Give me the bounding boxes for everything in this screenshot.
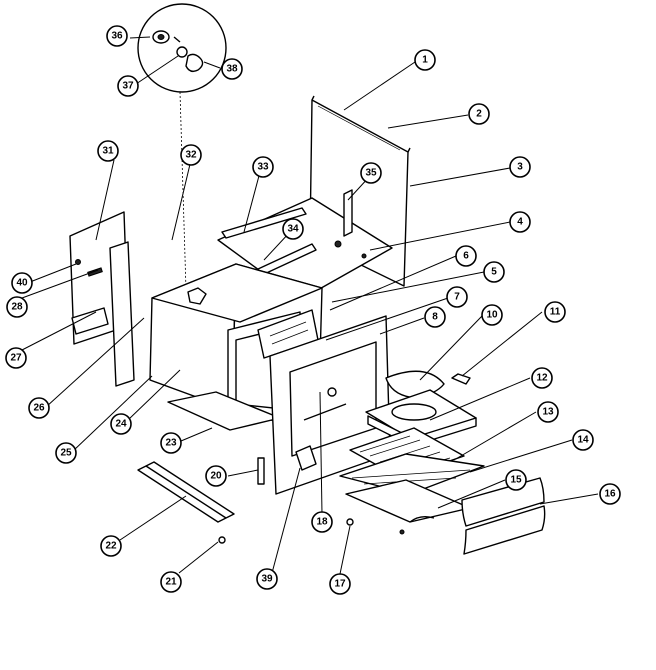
callout-31: 31 <box>97 140 119 162</box>
svg-text:26: 26 <box>33 403 45 414</box>
callout-1: 1 <box>414 49 436 71</box>
leg-leveler <box>257 457 265 485</box>
svg-text:11: 11 <box>550 307 561 318</box>
callout-39: 39 <box>256 568 278 590</box>
callout-4: 4 <box>509 211 531 233</box>
top-rail-back <box>221 207 307 239</box>
callout-13: 13 <box>537 401 559 423</box>
svg-text:13: 13 <box>542 407 554 418</box>
callout-25: 25 <box>55 442 77 464</box>
screw-part <box>218 536 226 544</box>
kick-panel <box>461 477 546 555</box>
svg-text:35: 35 <box>365 168 377 179</box>
svg-text:10: 10 <box>486 310 498 321</box>
svg-text:40: 40 <box>16 278 28 289</box>
svg-text:37: 37 <box>122 81 134 92</box>
svg-text:20: 20 <box>210 471 222 482</box>
callout-32: 32 <box>180 144 202 166</box>
svg-text:16: 16 <box>604 489 616 500</box>
svg-text:18: 18 <box>316 517 328 528</box>
svg-text:34: 34 <box>287 224 299 235</box>
svg-text:33: 33 <box>257 162 269 173</box>
callout-35: 35 <box>360 162 382 184</box>
broiler-pan <box>339 453 485 495</box>
svg-text:3: 3 <box>517 162 523 173</box>
side-panel-flange <box>109 241 135 387</box>
callout-2: 2 <box>468 103 490 125</box>
callout-14: 14 <box>572 429 594 451</box>
bottom-rail <box>137 461 235 523</box>
callouts: 1 2 3 4 5 6 7 8 10 11 12 13 14 15 16 17 … <box>5 25 621 595</box>
callout-26: 26 <box>28 397 50 419</box>
svg-text:25: 25 <box>60 448 72 459</box>
svg-text:4: 4 <box>517 217 523 228</box>
callout-37: 37 <box>117 75 139 97</box>
svg-text:36: 36 <box>111 31 123 42</box>
svg-text:32: 32 <box>185 150 197 161</box>
callout-16: 16 <box>599 483 621 505</box>
callout-22: 22 <box>100 535 122 557</box>
detail-inset-leader <box>179 91 187 291</box>
svg-text:8: 8 <box>432 312 438 323</box>
callout-38: 38 <box>221 58 243 80</box>
callout-24: 24 <box>110 413 132 435</box>
callout-34: 34 <box>282 218 304 240</box>
callout-40: 40 <box>11 272 33 294</box>
callout-12: 12 <box>531 367 553 389</box>
svg-text:15: 15 <box>510 475 522 486</box>
callout-3: 3 <box>509 156 531 178</box>
igniter-part <box>451 373 471 385</box>
svg-text:1: 1 <box>422 55 428 66</box>
svg-text:7: 7 <box>454 292 460 303</box>
bottom-bracket <box>71 307 109 335</box>
grommet-part <box>185 53 204 73</box>
callout-33: 33 <box>252 156 274 178</box>
svg-text:17: 17 <box>334 579 346 590</box>
callout-6: 6 <box>455 245 477 267</box>
broiler-drawer <box>345 479 471 535</box>
side-panel-left <box>69 211 135 387</box>
svg-text:12: 12 <box>536 373 548 384</box>
svg-text:22: 22 <box>105 541 117 552</box>
svg-text:39: 39 <box>261 574 273 585</box>
callout-15: 15 <box>505 469 527 491</box>
svg-text:6: 6 <box>463 251 469 262</box>
detail-inset <box>137 3 227 291</box>
clip-part <box>176 46 188 58</box>
callout-11: 11 <box>544 301 566 323</box>
callout-20: 20 <box>205 465 227 487</box>
svg-text:27: 27 <box>10 353 22 364</box>
svg-text:23: 23 <box>165 438 177 449</box>
callout-28: 28 <box>6 296 28 318</box>
svg-text:2: 2 <box>476 109 482 120</box>
callout-36: 36 <box>106 25 128 47</box>
callout-27: 27 <box>5 347 27 369</box>
callout-17: 17 <box>329 573 351 595</box>
cavity-cutout <box>187 287 207 305</box>
callout-23: 23 <box>160 432 182 454</box>
callout-18: 18 <box>311 511 333 533</box>
leader-lines <box>21 36 599 575</box>
svg-text:28: 28 <box>11 302 23 313</box>
svg-text:14: 14 <box>577 435 589 446</box>
burner-baffle <box>365 370 477 447</box>
svg-text:38: 38 <box>226 64 238 75</box>
small-hardware <box>218 373 471 544</box>
side-bracket <box>343 189 353 237</box>
clip-17-part <box>346 518 354 526</box>
callout-21: 21 <box>160 571 182 593</box>
svg-text:21: 21 <box>165 577 177 588</box>
svg-text:5: 5 <box>491 267 497 278</box>
callout-5: 5 <box>483 261 505 283</box>
svg-text:24: 24 <box>115 419 127 430</box>
callout-8: 8 <box>424 306 446 328</box>
callout-7: 7 <box>446 286 468 308</box>
callout-10: 10 <box>481 304 503 326</box>
svg-text:31: 31 <box>102 146 114 157</box>
